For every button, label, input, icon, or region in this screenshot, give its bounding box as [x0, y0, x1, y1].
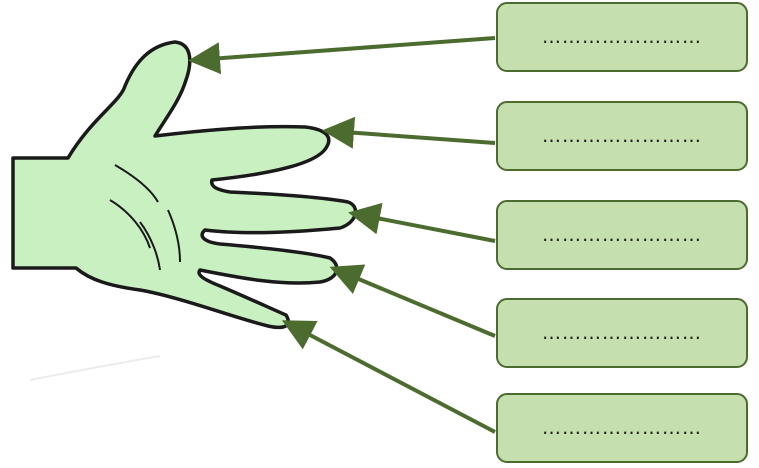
- label-box-index-finger[interactable]: ……………………: [496, 101, 748, 171]
- arrow-middle-finger: [348, 202, 496, 243]
- crease-3: [139, 221, 161, 271]
- arrow-little-finger: [281, 320, 496, 434]
- label-blank-ring-finger: ……………………: [542, 321, 702, 344]
- label-blank-thumb: ……………………: [542, 25, 702, 48]
- crease-4: [167, 209, 181, 263]
- label-blank-middle-finger: ……………………: [542, 223, 702, 246]
- arrows: [188, 36, 496, 434]
- crease-2: [109, 199, 151, 249]
- arrow-thumb: [188, 36, 496, 75]
- label-box-ring-finger[interactable]: ……………………: [496, 298, 748, 368]
- arrow-ring-finger: [329, 264, 496, 338]
- hand-drawing: [11, 40, 358, 330]
- label-box-middle-finger[interactable]: ……………………: [496, 200, 748, 270]
- background-smudge: [29, 355, 161, 381]
- arrow-index-finger: [322, 116, 496, 149]
- label-blank-index-finger: ……………………: [542, 124, 702, 147]
- crease-1: [114, 164, 159, 203]
- label-box-thumb[interactable]: ……………………: [496, 2, 748, 72]
- hand-silhouette: [11, 40, 358, 330]
- label-blank-little-finger: ……………………: [542, 416, 702, 439]
- label-box-little-finger[interactable]: ……………………: [496, 393, 748, 463]
